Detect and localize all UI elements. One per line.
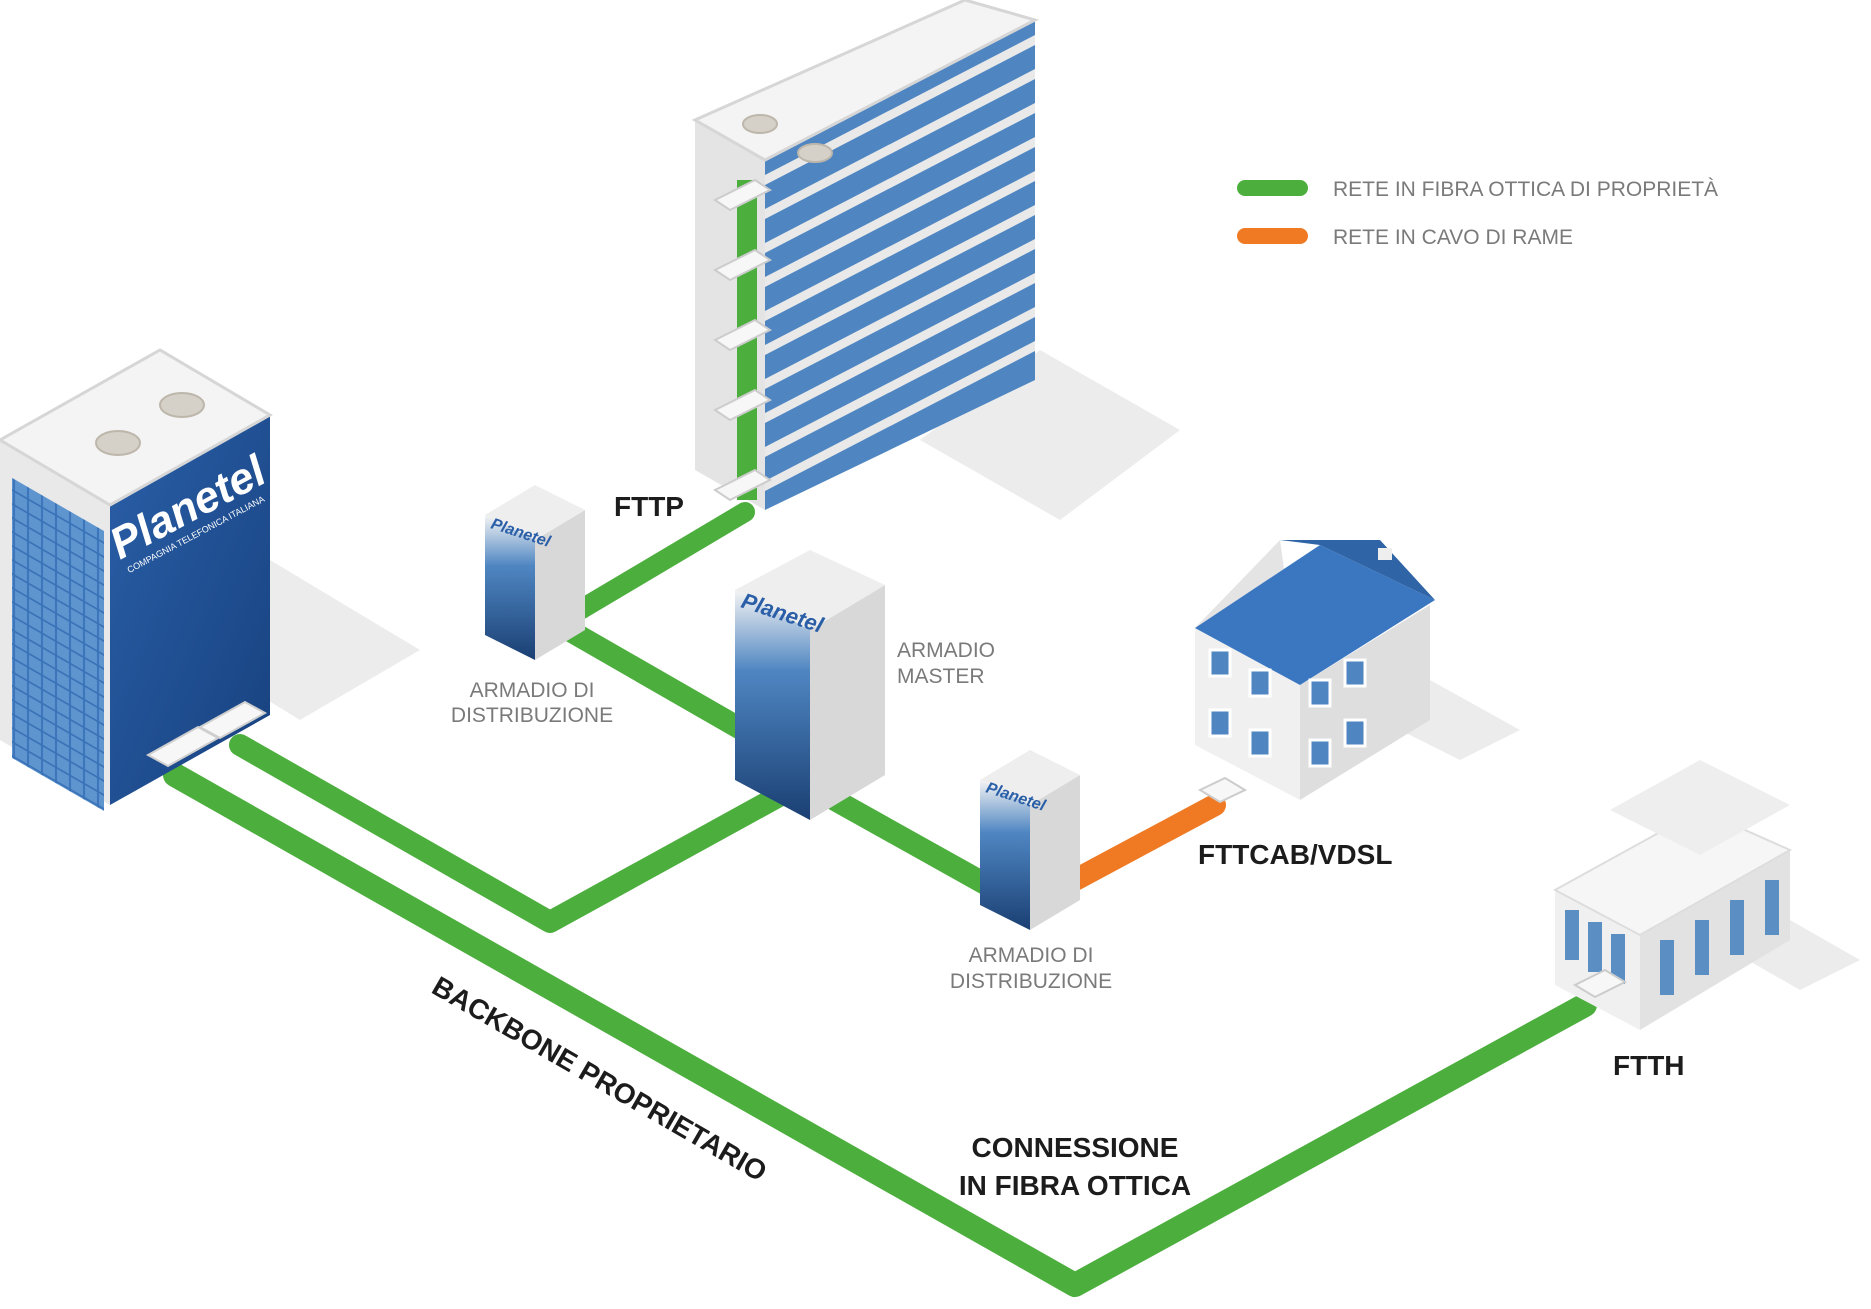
tower-floor-band bbox=[765, 205, 1035, 355]
tower-floor-band bbox=[765, 273, 1035, 423]
tower-floor-band bbox=[765, 69, 1035, 219]
tower-floor-band bbox=[765, 307, 1035, 457]
armadio-distribuzione-2-line2: DISTRIBUZIONE bbox=[950, 970, 1112, 993]
legend: RETE IN FIBRA OTTICA DI PROPRIETÀ RETE I… bbox=[1237, 178, 1718, 249]
master-to-cabinet-fiber-line bbox=[824, 789, 1016, 906]
data-center-icon: Planetel COMPAGNIA TELEFONICA ITALIANA bbox=[0, 348, 274, 812]
rooftop-fan-icon bbox=[95, 392, 205, 456]
ftth-label: FTTH bbox=[1613, 1050, 1685, 1081]
master-feed-fiber-line bbox=[229, 734, 801, 933]
armadio-master-line1: ARMADIO bbox=[897, 639, 995, 662]
house-icon bbox=[1195, 540, 1435, 804]
office-tower-icon bbox=[691, 0, 1040, 510]
server-cabinet-icon: Planetel bbox=[735, 550, 885, 820]
armadio-distribuzione-1-line1: ARMADIO DI bbox=[470, 679, 595, 702]
tower-floor-band bbox=[765, 239, 1035, 389]
legend-fiber-label: RETE IN FIBRA OTTICA DI PROPRIETÀ bbox=[1333, 178, 1718, 201]
tower-floor-band bbox=[765, 35, 1035, 185]
armadio-master-line2: MASTER bbox=[897, 665, 985, 688]
tower-floor-band bbox=[765, 341, 1035, 491]
armadio-distribuzione-2-line1: ARMADIO DI bbox=[969, 944, 1094, 967]
business-building-icon bbox=[1552, 760, 1793, 1030]
fttp-label: FTTP bbox=[614, 491, 684, 522]
tower-floor-band bbox=[765, 103, 1035, 253]
fttp-fiber-line bbox=[570, 502, 755, 620]
armadio-distribuzione-1-line2: DISTRIBUZIONE bbox=[451, 704, 613, 727]
server-cabinet-icon: Planetel bbox=[485, 485, 585, 660]
tower-floor-band bbox=[765, 171, 1035, 321]
legend-copper-label: RETE IN CAVO DI RAME bbox=[1333, 226, 1573, 249]
copper-vdsl-line bbox=[1064, 794, 1226, 891]
network-lines bbox=[163, 502, 1597, 1297]
server-cabinet-icon: Planetel bbox=[980, 750, 1080, 930]
tower-floor-band bbox=[765, 137, 1035, 287]
connessione-line1: CONNESSIONE bbox=[972, 1132, 1179, 1163]
backbone-fiber-line bbox=[163, 763, 1597, 1297]
connessione-line2: IN FIBRA OTTICA bbox=[959, 1170, 1191, 1201]
fttcab-vdsl-label: FTTCAB/VDSL bbox=[1198, 839, 1392, 870]
distribution-link-fiber-line bbox=[549, 614, 771, 751]
